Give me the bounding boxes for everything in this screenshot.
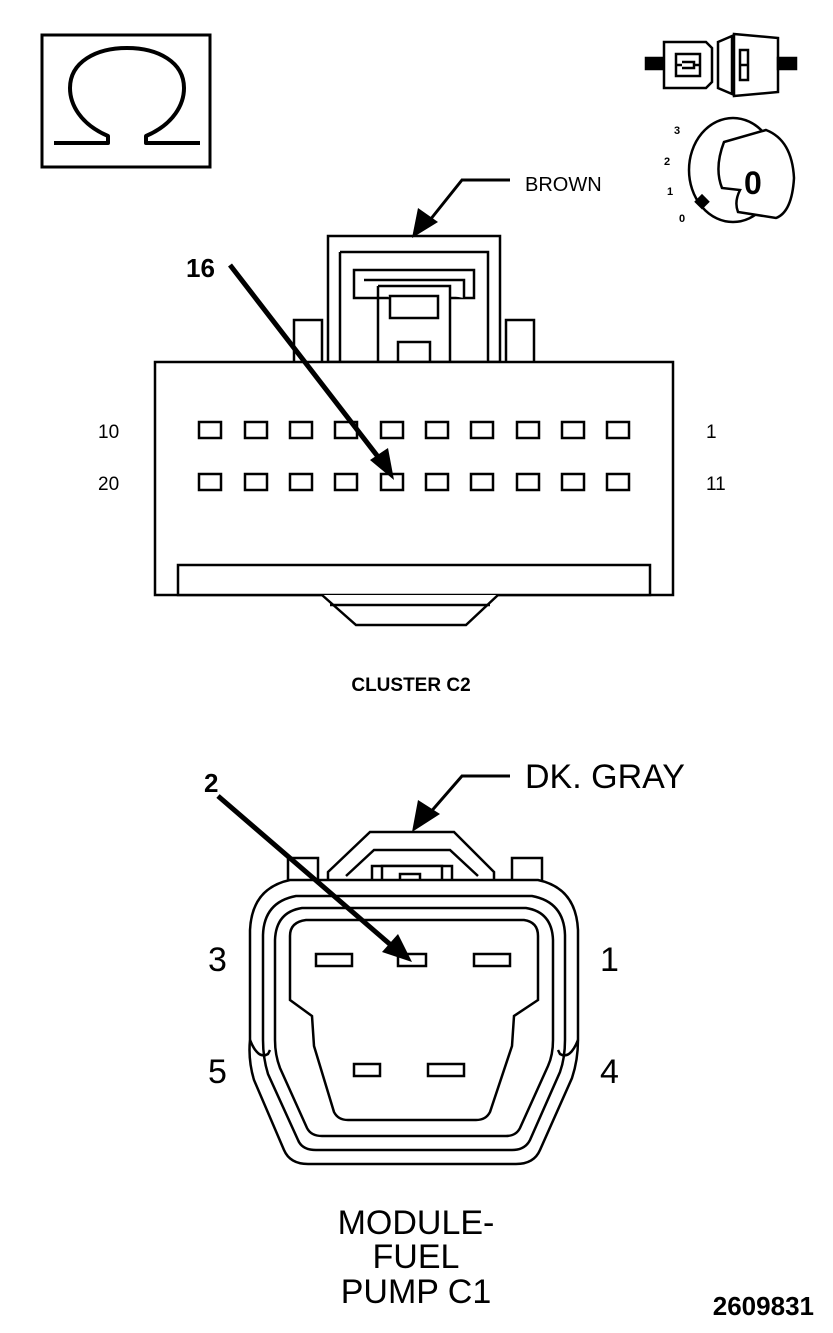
cluster-pin-cavity [424, 472, 450, 492]
cluster-pin-cavity [605, 472, 631, 492]
arrowhead [382, 934, 412, 962]
pump-caption: MODULE- FUEL PUMP C1 [338, 1204, 495, 1311]
pin-2-pointer [216, 794, 412, 962]
ignition-pos-3: 3 [674, 125, 680, 137]
cluster-pin-cavity [469, 420, 495, 440]
pump-caption-line-1: MODULE- [338, 1204, 495, 1242]
cluster-pin-cavity [379, 420, 405, 440]
pin-16-pointer [228, 263, 394, 480]
pump-caption-line-2: FUEL [373, 1238, 460, 1276]
cluster-pin-cavity [560, 472, 586, 492]
arrowhead [412, 800, 440, 832]
row-label-top-left: 10 [98, 422, 119, 443]
cluster-pin-cavity [333, 472, 359, 492]
pump-pin-cavity [314, 952, 354, 968]
cluster-pin-cavity [560, 420, 586, 440]
pump-pin-cavity [426, 1062, 466, 1078]
row-label-bottom-left: 20 [98, 474, 119, 495]
ohmmeter-symbol [40, 33, 212, 169]
pin-label-4: 4 [600, 1053, 619, 1091]
cluster-pin-cavity [197, 420, 223, 440]
connector-body [153, 360, 675, 597]
cluster-pin-cavity [515, 472, 541, 492]
ignition-pos-0: 0 [679, 213, 685, 225]
pump-pointer-pin-label: 2 [204, 768, 218, 798]
fuel-pump-c1-connector [248, 830, 580, 1166]
row-label-bottom-right: 11 [706, 474, 726, 495]
dk-gray-color-pointer [412, 774, 510, 832]
cluster-pin-cavity [424, 420, 450, 440]
ignition-pos-2: 2 [664, 156, 670, 168]
key-icon [717, 128, 796, 220]
pin-label-5: 5 [208, 1053, 227, 1091]
cluster-pin-cavity [288, 472, 314, 492]
cluster-pin-cavity [243, 420, 269, 440]
connector-icon [644, 32, 798, 98]
cluster-c2-connector [153, 234, 675, 627]
cluster-pin-cavity [288, 420, 314, 440]
cluster-pin-cavity [515, 420, 541, 440]
connector-lower-rail [176, 563, 652, 597]
figure-id: 2609831 [713, 1291, 814, 1321]
ohm-box [40, 33, 212, 169]
ignition-pos-1: 1 [667, 186, 673, 198]
connector-bottom-key [321, 594, 499, 627]
pin-cavity-frame [288, 918, 540, 1122]
pump-pin-cavity [472, 952, 512, 968]
cluster-pin-cavities [197, 420, 631, 492]
cluster-caption: CLUSTER C2 [351, 675, 470, 696]
pump-pin-cavity [352, 1062, 382, 1078]
cluster-pin-cavity [605, 420, 631, 440]
pin-label-1: 1 [600, 941, 619, 979]
pump-pin-cavities [314, 952, 512, 1078]
ohm-icon [54, 46, 200, 145]
connector-shell-inner [273, 906, 555, 1138]
ignition-indicator [694, 193, 710, 210]
arrowhead [370, 448, 394, 480]
cluster-pointer-pin-label: 16 [186, 253, 215, 283]
cluster-pin-cavity [469, 472, 495, 492]
pump-caption-line-3: PUMP C1 [341, 1273, 492, 1311]
ignition-switch-icon: 3 2 1 0 0 [664, 116, 796, 225]
connector-shell-mid [261, 894, 567, 1152]
cluster-pin-cavity [197, 472, 223, 492]
pump-color-label: DK. GRAY [525, 758, 685, 796]
cluster-color-label: BROWN [525, 174, 602, 196]
row-label-top-right: 1 [706, 422, 717, 443]
brown-color-pointer [412, 178, 510, 238]
cluster-pin-cavity [243, 472, 269, 492]
key-label: 0 [744, 165, 762, 201]
pin-label-3: 3 [208, 941, 227, 979]
arrowhead [412, 208, 438, 238]
